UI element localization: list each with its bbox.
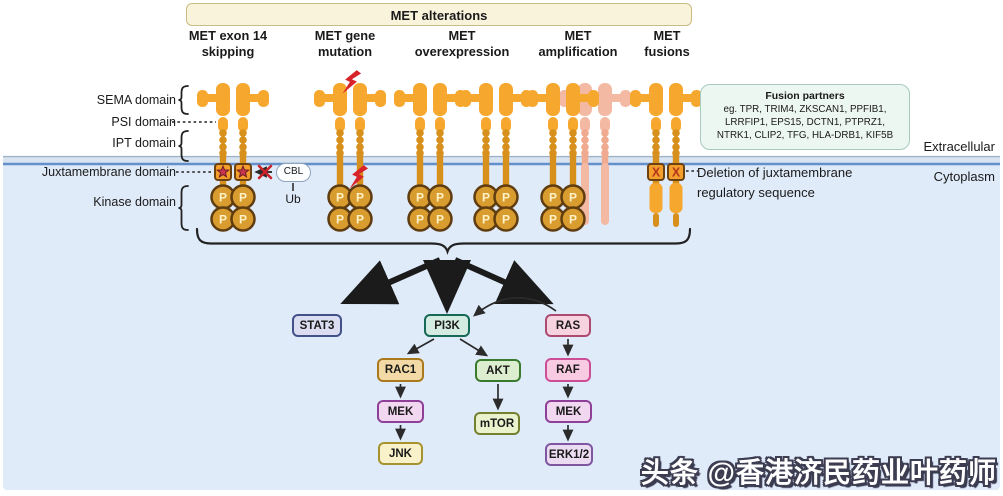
pathway-node-mek-right: MEK	[545, 400, 592, 423]
header-line: fusions	[644, 43, 690, 59]
ras-to-pi3k-arrow	[473, 297, 557, 317]
header-line: skipping	[201, 43, 255, 59]
column-header-amplification: MET amplification	[503, 28, 653, 59]
header-line: MET	[653, 28, 681, 43]
watermark-text: 头条 @香港济民药业叶药师	[640, 457, 997, 488]
label-extracellular: Extracellular	[923, 139, 995, 154]
header-line: amplification	[538, 43, 618, 59]
cbl-label: CBL	[276, 163, 311, 182]
deletion-line: Deletion of juxtamembrane	[697, 165, 853, 180]
fusion-partners-list: NTRK1, CLIP2, TFG, HLA-DRB1, KIF5B	[716, 130, 894, 142]
banner-met-alterations: MET alterations	[186, 3, 692, 26]
ub-label: Ub	[285, 192, 301, 206]
column-header-exon14: MET exon 14 skipping	[158, 28, 298, 59]
pathway-node-pi3k: PI3K	[424, 314, 470, 337]
label-juxtamembrane-domain: Juxtamembrane domain	[41, 165, 176, 179]
fusion-partners-title: Fusion partners	[765, 90, 845, 102]
label-kinase-domain: Kinase domain	[93, 195, 176, 209]
deletion-annotation: Deletion of juxtamembrane regulatory seq…	[697, 163, 852, 203]
label-sema-domain: SEMA domain	[96, 93, 176, 107]
fusion-partners-list: LRRFIP1, EPS15, DCTN1, PTPRZ1,	[724, 117, 886, 129]
label-ipt-domain: IPT domain	[112, 136, 176, 150]
header-line: MET exon 14	[188, 28, 268, 43]
cbl-blocked-arrow	[254, 164, 294, 191]
header-line: overexpression	[414, 43, 510, 59]
label-connectors	[172, 121, 698, 173]
pathway-arrows	[395, 297, 574, 442]
header-line: MET gene	[314, 28, 376, 43]
column-header-overexpression: MET overexpression	[387, 28, 537, 59]
pathway-node-erk: ERK1/2	[545, 443, 593, 466]
signal-arrows-big	[340, 257, 554, 314]
fusion-partners-box: Fusion partners eg. TPR, TRIM4, ZKSCAN1,…	[700, 84, 910, 150]
header-line: MET	[448, 28, 476, 43]
pathway-node-jnk: JNK	[378, 442, 423, 465]
gathering-brace	[195, 227, 692, 255]
label-psi-domain: PSI domain	[111, 115, 176, 129]
label-cytoplasm: Cytoplasm	[933, 169, 995, 184]
receptor-fusion	[630, 83, 702, 227]
header-line: mutation	[317, 43, 373, 59]
pathway-node-ras: RAS	[545, 314, 591, 337]
pathway-node-stat3: STAT3	[292, 314, 342, 337]
receptor-mutation	[314, 68, 386, 233]
domain-brackets	[178, 85, 189, 231]
pathway-node-mek-left: MEK	[377, 400, 424, 423]
pathway-node-raf: RAF	[545, 358, 591, 382]
column-header-mutation: MET gene mutation	[275, 28, 415, 59]
pathway-node-mtor: mTOR	[474, 412, 520, 435]
plasma-membrane	[3, 155, 1000, 166]
pathway-node-akt: AKT	[475, 359, 521, 382]
column-header-fusions: MET fusions	[602, 28, 732, 59]
pathway-node-rac1: RAC1	[377, 358, 424, 382]
deletion-line: regulatory sequence	[697, 185, 815, 200]
fusion-partners-list: eg. TPR, TRIM4, ZKSCAN1, PPFIB1,	[723, 104, 887, 115]
header-line: MET	[564, 28, 592, 43]
